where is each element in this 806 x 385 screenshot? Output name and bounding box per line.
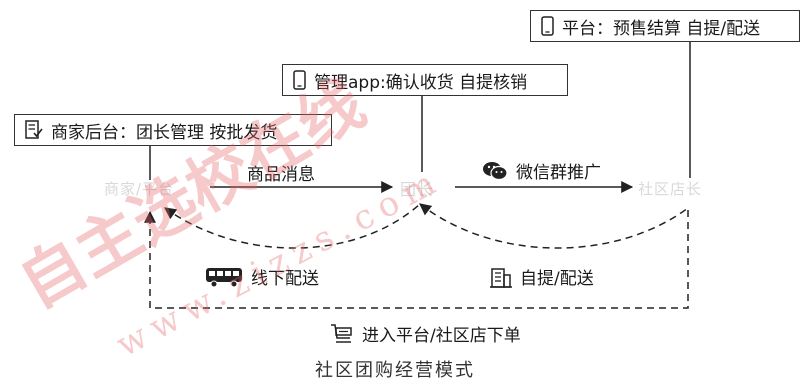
offline-delivery-text: 线下配送: [251, 269, 319, 289]
offline-delivery-label: 线下配送: [205, 264, 319, 289]
merchant-box: 商家后台：团长管理 按批发货: [14, 114, 332, 146]
node-community-store: 社区店长: [638, 180, 703, 198]
node-group-leader: 团长: [400, 180, 435, 199]
enter-order-text: 进入平台/社区店下单: [362, 326, 521, 346]
wechat-promo-text: 微信群推广: [516, 163, 601, 183]
diagram-caption: 社区团购经营模式: [315, 360, 475, 381]
product-message-text: 商品消息: [247, 165, 315, 185]
phone-icon: [541, 16, 554, 36]
shopping-cart-icon: [331, 323, 352, 343]
offline-delivery-curve: [164, 203, 421, 249]
checklist-icon: [25, 120, 43, 139]
product-message-label: 商品消息: [247, 160, 315, 185]
admin-app-box: 管理app:确认收货 自提核销: [282, 64, 568, 96]
enter-order-label: 进入平台/社区店下单: [330, 321, 521, 346]
wechat-promo-label: 微信群推广: [482, 158, 601, 183]
building-icon: [490, 267, 512, 288]
node-merchant-platform: 商家/平台: [104, 180, 175, 198]
platform-box-label: 平台：预售结算 自提/配送: [562, 18, 761, 39]
order-loop: [144, 210, 689, 309]
merchant-box-label: 商家后台：团长管理 按批发货: [51, 122, 278, 143]
wechat-icon: [483, 161, 508, 180]
pickup-delivery-text: 自提/配送: [520, 269, 594, 289]
phone-icon: [293, 70, 306, 90]
admin-app-box-label: 管理app:确认收货 自提核销: [314, 72, 528, 93]
bus-icon: [206, 267, 242, 287]
pickup-delivery-curve: [419, 203, 689, 249]
platform-box: 平台：预售结算 自提/配送: [530, 10, 800, 42]
pickup-delivery-label: 自提/配送: [490, 264, 594, 289]
